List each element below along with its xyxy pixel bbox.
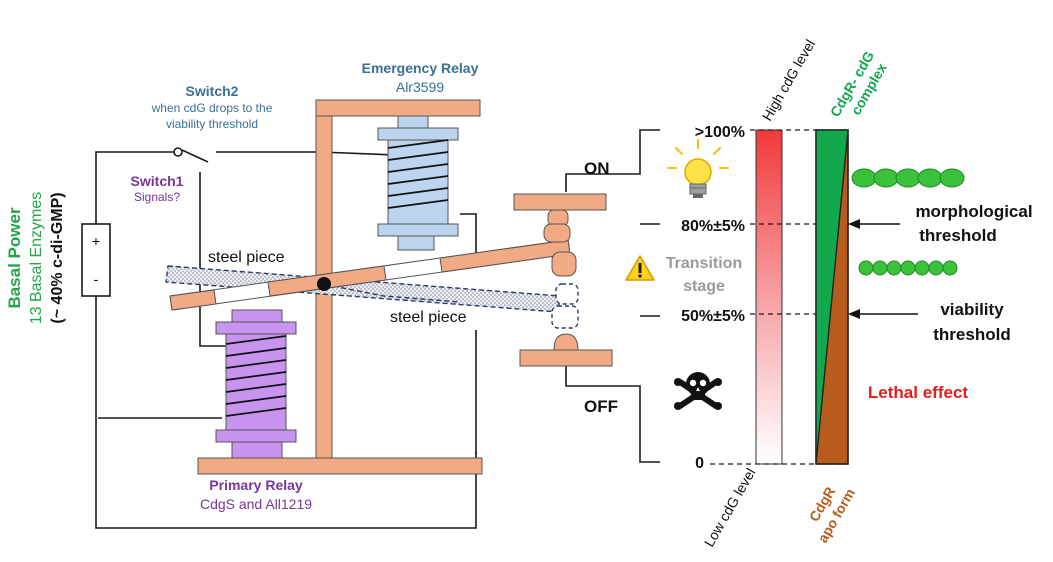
level-80: 80%±5% — [681, 218, 745, 235]
emergency-relay-protein: Alr3599 — [396, 79, 444, 95]
armature-pivot — [317, 277, 331, 291]
primary-coil-cap — [231, 309, 283, 323]
basal-power-title: Basal Power — [5, 207, 24, 308]
switch2-title: Switch2 — [186, 83, 239, 99]
transition-label-line1: Transition — [666, 255, 742, 272]
viability-label-line2: threshold — [933, 325, 1010, 344]
switch2-condition-line1: when cdG drops to the — [151, 101, 273, 115]
viability-threshold-marker: viability threshold — [848, 300, 1011, 344]
off-contact-plate — [519, 349, 613, 367]
cdg-scale: >100% 80%±5% 50%±5% 0 High cdG level Low… — [666, 37, 818, 550]
primary-relay-title: Primary Relay — [209, 477, 303, 493]
alt-contact-bottom — [551, 305, 579, 329]
light-bulb-icon — [667, 139, 729, 198]
on-label: ON — [584, 159, 610, 178]
steel-piece-label-bottom: steel piece — [390, 309, 467, 326]
cdg-level-label: (~ 40% c-di-GMP) — [49, 192, 66, 323]
frame-top-bar — [315, 99, 481, 117]
primary-coil-base — [231, 441, 283, 459]
emergency-coil-bottom-flange — [377, 223, 459, 237]
bacteria-chain-large — [851, 168, 965, 188]
viability-arrow — [848, 309, 860, 319]
armature-segment-right — [439, 239, 571, 273]
skull-crossbones-icon — [674, 372, 722, 410]
primary-coil-bottom-flange — [215, 429, 297, 443]
switch2: Switch2 when cdG drops to the viability … — [151, 83, 273, 163]
primary-relay-coil: Primary Relay CdgS and All1219 — [200, 309, 312, 512]
battery-box — [81, 223, 111, 297]
switch2-condition-line2: viability threshold — [166, 117, 258, 131]
off-contact-knob — [553, 333, 579, 351]
cdg-gradient-bar — [755, 129, 783, 465]
circuit-wires — [95, 129, 660, 529]
armature-segment-left — [169, 289, 217, 311]
level-50: 50%±5% — [681, 308, 745, 325]
battery-plus: + — [92, 233, 100, 249]
warning-icon — [625, 255, 655, 281]
emergency-relay-coil: Emergency Relay Alr3599 — [362, 60, 479, 251]
emergency-relay-title: Emergency Relay — [362, 60, 479, 76]
viability-label-line1: viability — [940, 300, 1004, 319]
lethal-effect-label: Lethal effect — [868, 383, 968, 402]
level-100: >100% — [695, 124, 745, 141]
morphological-label-line2: threshold — [919, 226, 996, 245]
switch2-lever — [181, 149, 209, 163]
primary-coil-top-flange — [215, 321, 297, 335]
transition-label-line2: stage — [683, 278, 725, 295]
cdgr-bar: CdgR- cdG complex CdgR apo form — [806, 48, 890, 545]
steel-piece-alt-position — [165, 265, 579, 329]
battery-minus: - — [94, 271, 99, 287]
switch1-subtitle: Signals? — [134, 190, 180, 204]
off-contact — [519, 333, 613, 367]
relay-frame — [197, 99, 483, 475]
morphological-threshold-marker: morphological threshold — [848, 202, 1033, 245]
switch1: Switch1 Signals? — [131, 173, 184, 204]
on-contact — [513, 193, 607, 277]
on-contact-plate — [513, 193, 607, 211]
high-cdg-label: High cdG level — [759, 37, 818, 124]
emergency-coil-cap — [397, 115, 429, 129]
primary-relay-proteins: CdgS and All1219 — [200, 496, 312, 512]
frame-base — [197, 457, 483, 475]
emergency-coil-top-flange — [377, 127, 459, 141]
level-0: 0 — [695, 455, 704, 472]
basal-power-supply: + - Basal Power 13 Basal Enzymes (~ 40% … — [5, 192, 111, 325]
basal-enzymes-label: 13 Basal Enzymes — [28, 192, 45, 325]
morphological-arrow — [848, 219, 860, 229]
low-cdg-label: Low cdG level — [701, 465, 759, 549]
emergency-coil-core — [397, 235, 435, 251]
off-label: OFF — [584, 397, 618, 416]
switch2-contact — [173, 147, 183, 157]
switch1-title: Switch1 — [131, 173, 184, 189]
steel-piece-label-top: steel piece — [208, 249, 285, 266]
morphological-label-line1: morphological — [915, 202, 1032, 221]
alt-contact-top — [555, 283, 579, 305]
bacteria-chain-small — [858, 260, 958, 276]
armature-arm — [169, 239, 571, 311]
